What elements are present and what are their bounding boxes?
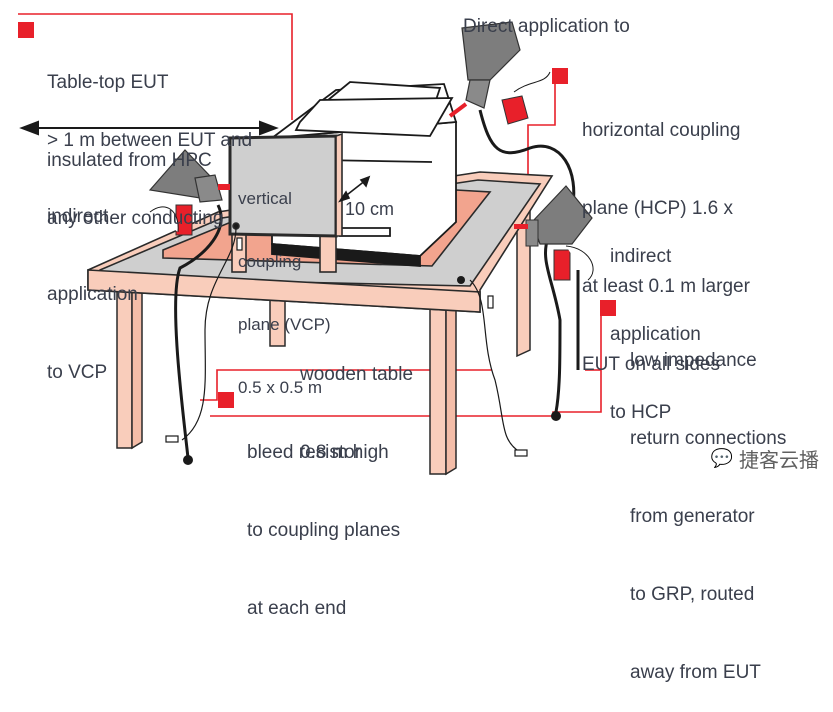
bleed-wires	[181, 227, 521, 453]
bleed-resistor-hcp	[487, 295, 494, 309]
ground-terminal-right	[551, 411, 561, 421]
esd-gun-vcp	[148, 149, 230, 236]
leader-bleed	[200, 369, 492, 401]
cables	[174, 109, 580, 459]
leader-eut-insulated	[18, 13, 293, 120]
distance-arrow	[338, 175, 371, 203]
bleed-resistor-left	[165, 435, 179, 443]
watermark-text: 捷客云播	[739, 450, 819, 472]
cable-vcp-gun	[174, 204, 223, 459]
esd-gun-direct	[448, 21, 551, 125]
bullet-return	[600, 300, 616, 316]
bullet-eut-insulated	[18, 22, 34, 38]
label-hcp-size: horizontal coupling plane (HCP) 1.6 x at…	[582, 120, 750, 375]
ground-terminal-table	[457, 276, 465, 284]
label-indirect-hcp: indirect application to HCP	[610, 246, 701, 423]
label-table: wooden table 0.8 m high	[300, 364, 414, 463]
label-eut-insulated: Table-top EUT insulated from HPC	[47, 72, 212, 171]
label-vcp-plate: vertical coupling plane (VCP) 0.5 x 0.5 …	[238, 189, 331, 397]
clearance-arrow	[19, 120, 279, 136]
label-direct-application: Direct application to	[463, 16, 630, 37]
vcp	[228, 132, 343, 273]
watermark: 💬 捷客云播	[711, 444, 819, 473]
ground-terminal-left	[183, 455, 193, 465]
label-return-connections: low impedance return connections from ge…	[630, 350, 787, 683]
bleed-resistor-vcp	[236, 237, 243, 251]
bleed-resistors	[165, 237, 528, 457]
bullet-bleed	[218, 392, 234, 408]
leg-front-right	[429, 305, 447, 475]
bleed-resistor-right	[514, 449, 528, 457]
label-indirect-vcp: indirect application to VCP	[47, 206, 138, 383]
esd-gun-hcp	[514, 185, 594, 281]
wechat-icon: 💬	[710, 448, 733, 468]
bullet-hcp	[552, 68, 568, 84]
label-distance: 10 cm	[345, 199, 395, 219]
esd-test-setup-diagram	[18, 13, 602, 476]
table-front-face	[87, 269, 481, 313]
label-clearance: > 1 m between EUT and any other conducti…	[47, 130, 253, 229]
cable-hcp-gun	[544, 237, 562, 413]
table-legs	[116, 203, 531, 476]
ground-terminals	[183, 276, 561, 465]
label-bleed-resistor: bleed resistor to coupling planes at eac…	[247, 442, 401, 619]
cable-direct-gun	[478, 109, 576, 211]
